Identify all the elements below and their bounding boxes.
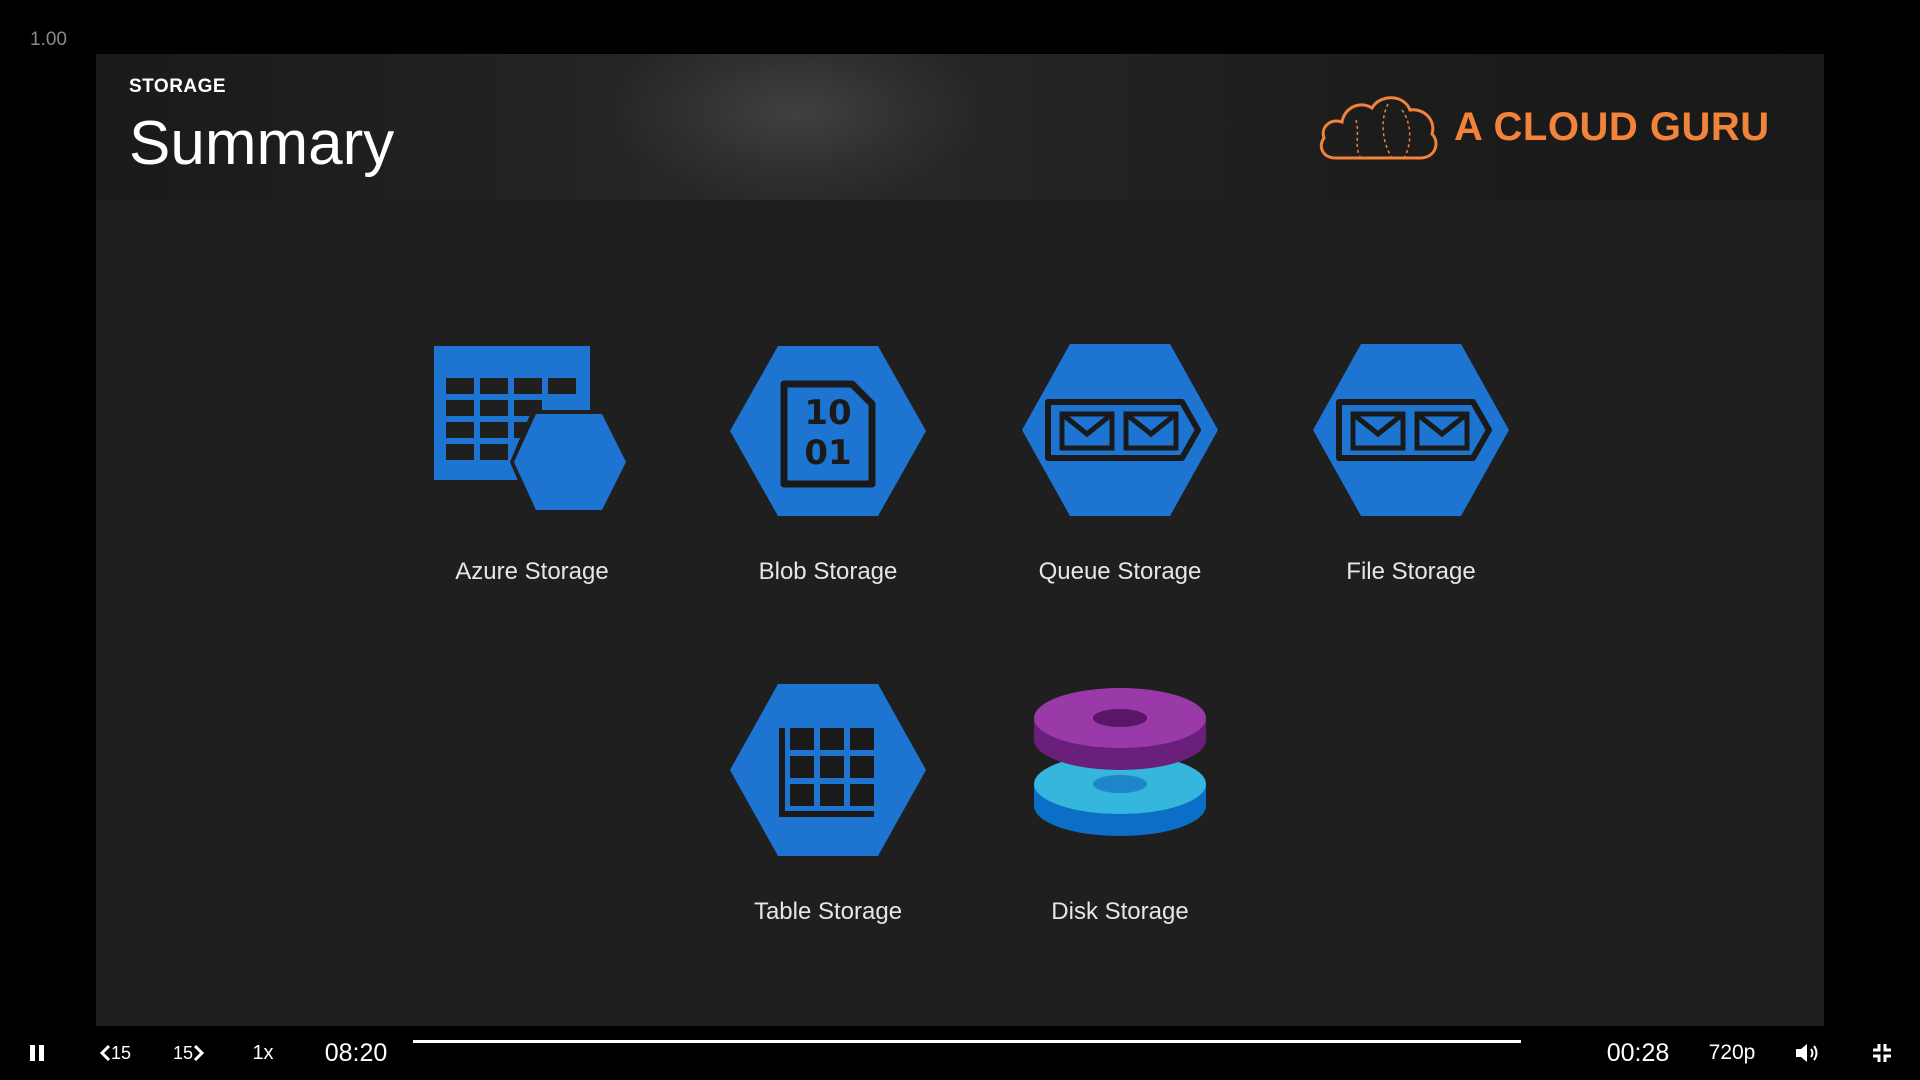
- file-storage-icon: [1313, 344, 1509, 516]
- brand-logo: A CLOUD GURU: [1316, 90, 1770, 164]
- quality-button[interactable]: 720p: [1708, 1041, 1756, 1064]
- exit-fullscreen-icon: [1873, 1044, 1891, 1062]
- service-azure-storage: Azure Storage: [422, 344, 642, 586]
- queue-storage-icon: [1022, 344, 1218, 516]
- brand-name: A CLOUD GURU: [1454, 104, 1770, 149]
- presenter-video-background: [616, 54, 976, 200]
- service-label: Table Storage: [753, 898, 903, 925]
- remaining-time: 00:28: [1606, 1038, 1670, 1067]
- service-file-storage: File Storage: [1301, 344, 1521, 586]
- volume-button[interactable]: [1792, 1026, 1824, 1080]
- exit-fullscreen-button[interactable]: [1868, 1026, 1896, 1080]
- service-disk-storage: Disk Storage: [1010, 684, 1230, 926]
- disk-storage-icon: [1034, 688, 1206, 836]
- rewind-label: 15: [110, 1042, 132, 1063]
- progress-fill: [413, 1040, 1521, 1043]
- service-table-storage: Table Storage: [718, 684, 938, 926]
- slide-title: Summary: [129, 109, 395, 178]
- speaker-icon: [1796, 1044, 1818, 1062]
- playback-speed-button[interactable]: 1x: [252, 1041, 274, 1064]
- blob-icon-text-bottom: 01: [804, 433, 851, 473]
- pause-button[interactable]: [22, 1026, 52, 1080]
- service-label: Disk Storage: [1051, 898, 1189, 925]
- service-label: Azure Storage: [455, 558, 609, 585]
- forward-15-button[interactable]: 15: [168, 1026, 210, 1080]
- azure-storage-icon: [434, 346, 630, 514]
- rewind-15-button[interactable]: 15: [94, 1026, 136, 1080]
- table-storage-icon: [730, 684, 926, 856]
- zoom-level: 1.00: [30, 29, 67, 50]
- blob-icon-text-top: 10: [804, 393, 851, 433]
- service-label: File Storage: [1346, 558, 1476, 585]
- chevron-right-icon: [193, 1044, 205, 1062]
- elapsed-time: 08:20: [324, 1038, 388, 1067]
- slide-header: STORAGE Summary A CLOUD GURU: [96, 54, 1824, 200]
- video-frame[interactable]: STORAGE Summary A CLOUD GURU Azure: [96, 54, 1824, 1026]
- service-label: Queue Storage: [1038, 558, 1202, 585]
- pause-icon: [30, 1045, 44, 1061]
- service-blob-storage: 10 01 Blob Storage: [718, 344, 938, 586]
- chevron-left-icon: [99, 1044, 111, 1062]
- blob-storage-icon: 10 01: [730, 346, 926, 516]
- progress-bar[interactable]: [413, 1040, 1521, 1043]
- service-queue-storage: Queue Storage: [1010, 344, 1230, 586]
- player-controls: 15 15 1x 08:20 00:28 720p: [0, 1026, 1920, 1080]
- section-label: STORAGE: [129, 76, 227, 97]
- forward-label: 15: [172, 1042, 194, 1063]
- cloud-logo-icon: [1319, 96, 1438, 160]
- service-label: Blob Storage: [758, 558, 898, 585]
